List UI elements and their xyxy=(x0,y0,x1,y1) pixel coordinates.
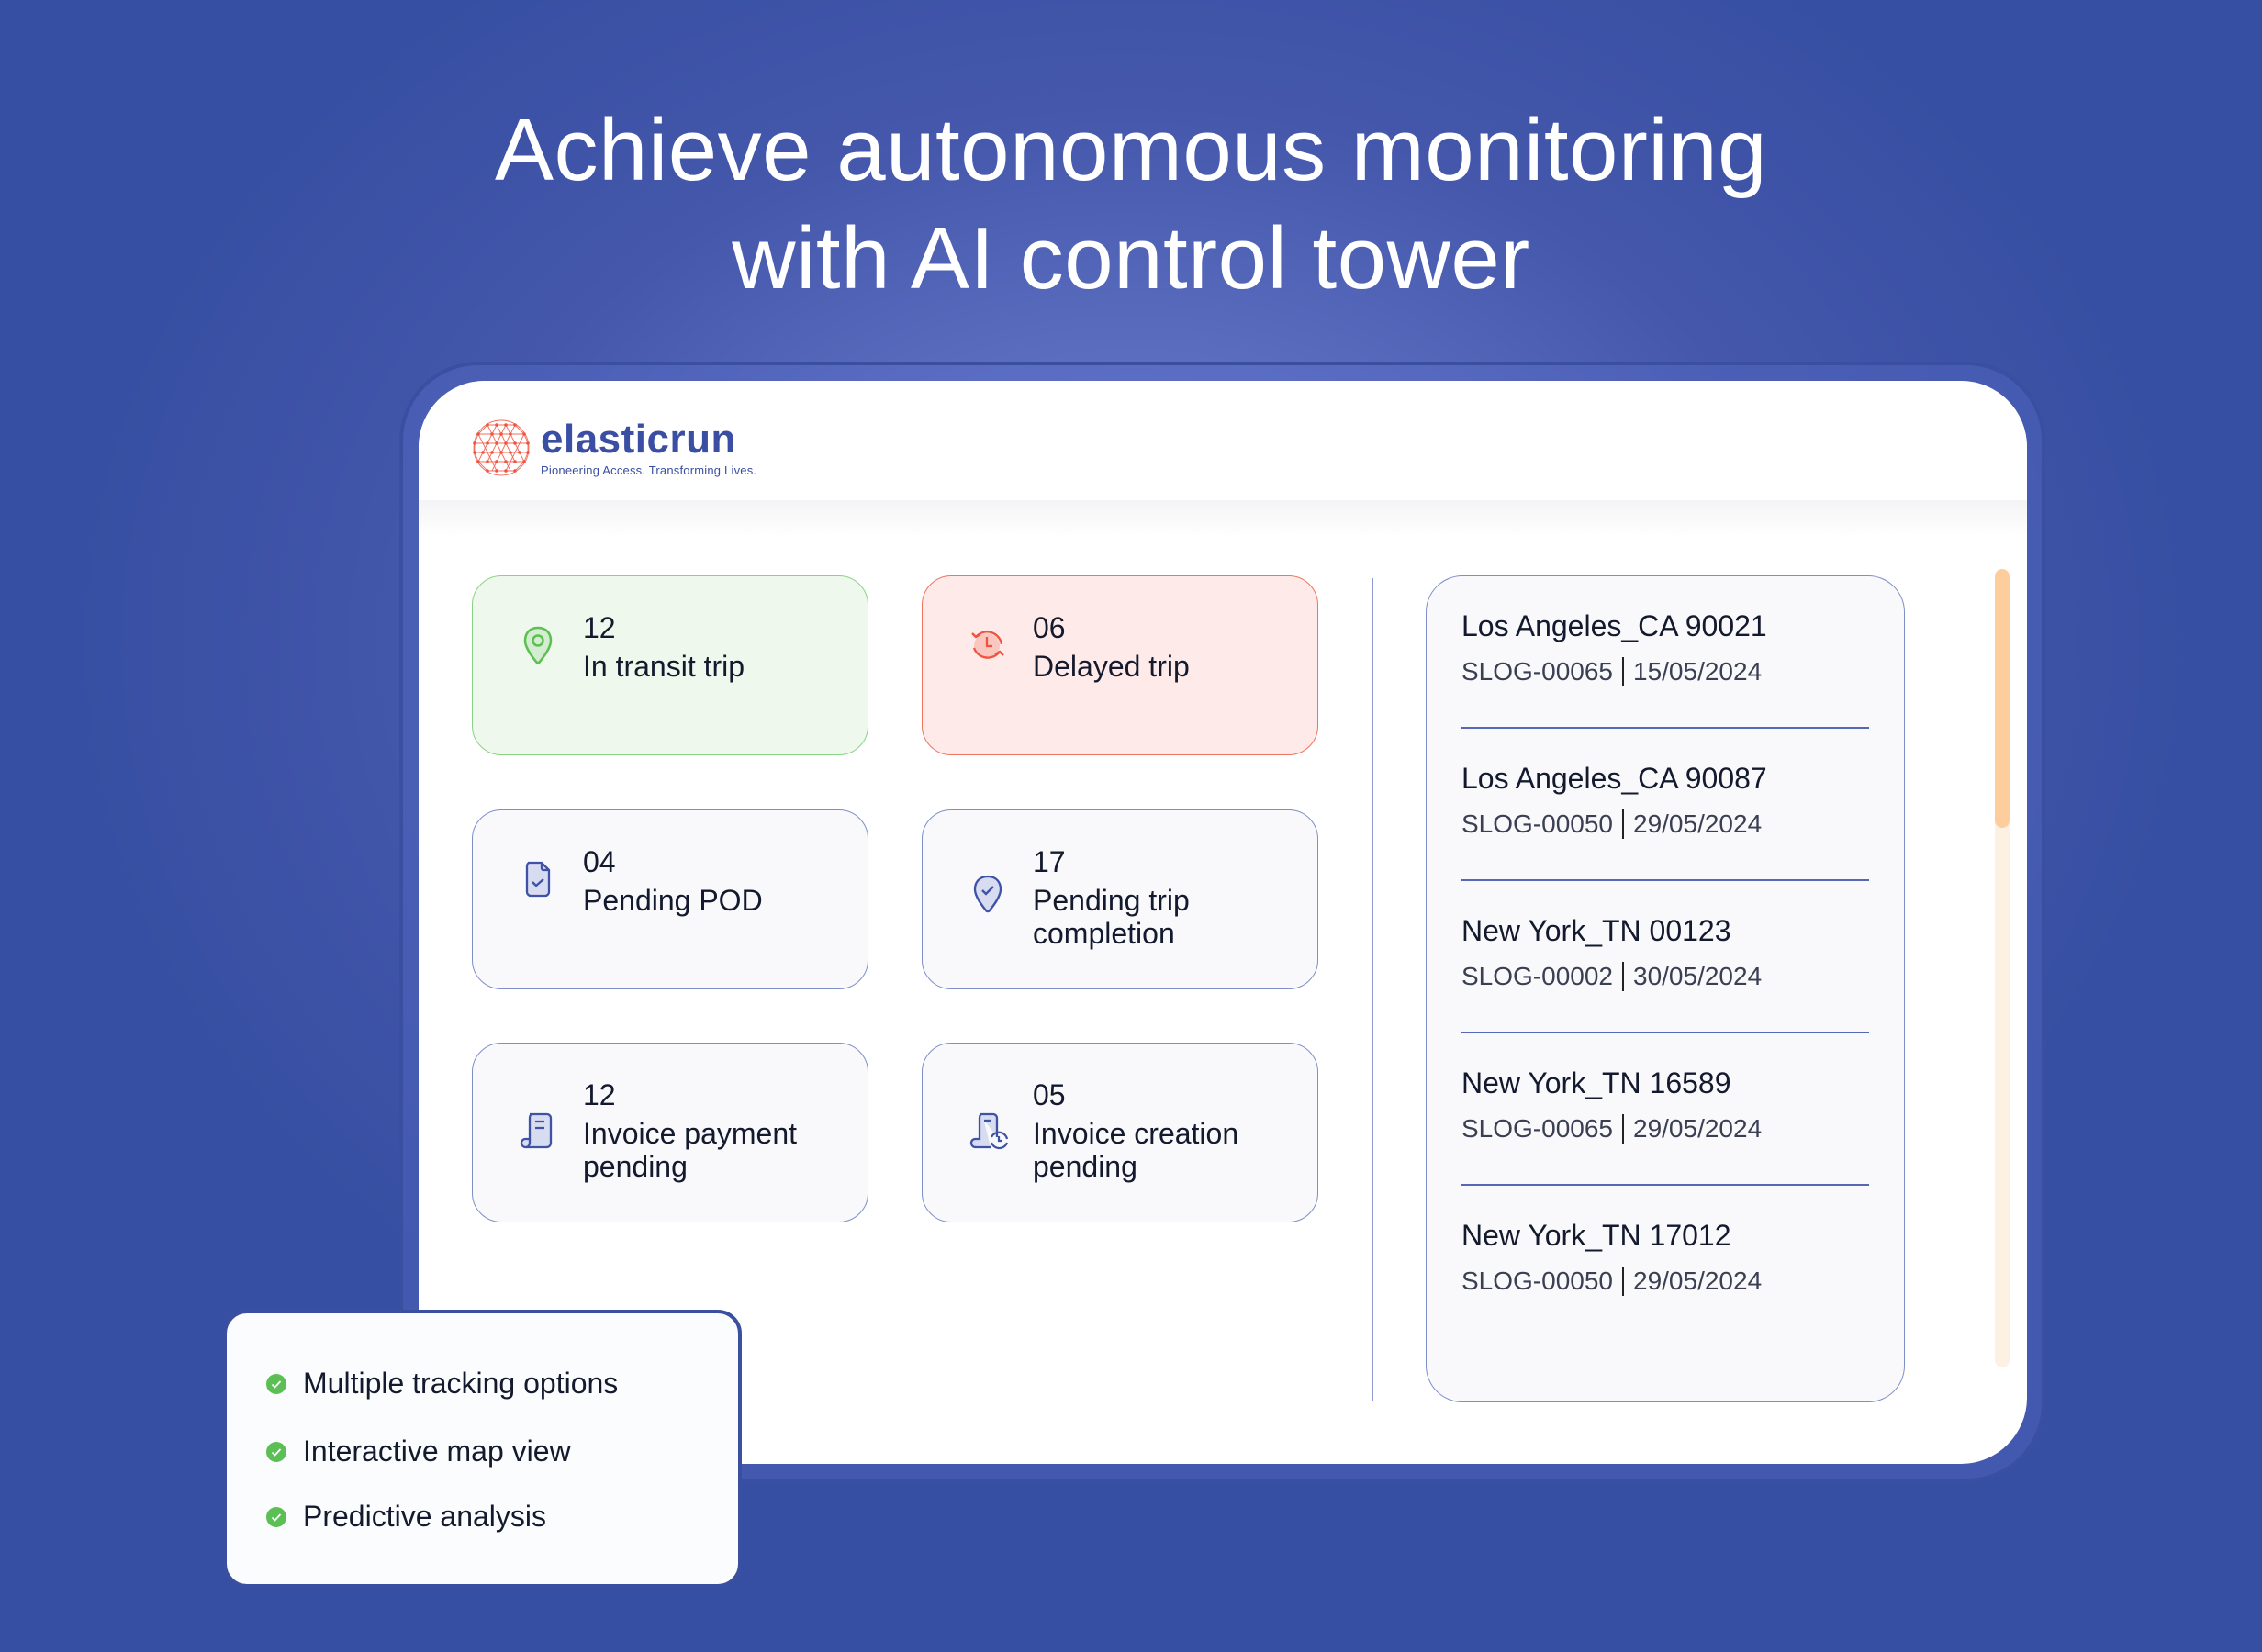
app-header: elasticrun Pioneering Access. Transformi… xyxy=(419,381,2027,500)
document-check-icon xyxy=(525,861,551,898)
globe-mesh-icon xyxy=(473,419,530,476)
card-invoice-creation-pending[interactable]: 05 Invoice creation pending xyxy=(922,1043,1318,1222)
trip-location: Los Angeles_CA 90087 xyxy=(1461,762,1767,795)
feature-label: Predictive analysis xyxy=(303,1500,546,1533)
card-label: Pending POD xyxy=(583,884,763,917)
card-label: Invoice payment pending xyxy=(583,1117,798,1183)
check-circle-icon xyxy=(266,1373,286,1394)
trip-location: New York_TN 16589 xyxy=(1461,1066,1731,1099)
meta-separator xyxy=(1622,962,1624,991)
card-delayed-trip[interactable]: 06 Delayed trip xyxy=(922,575,1318,755)
headline-line-1: Achieve autonomous monitoring xyxy=(495,101,1767,199)
trip-id: SLOG-00050 xyxy=(1461,1267,1613,1295)
list-divider xyxy=(1461,879,1869,881)
card-count: 17 xyxy=(1033,845,1066,878)
header-shadow xyxy=(419,500,2027,537)
trip-id: SLOG-00002 xyxy=(1461,962,1613,990)
card-count: 04 xyxy=(583,845,616,878)
check-circle-icon xyxy=(266,1506,286,1527)
trip-list-item[interactable]: New York_TN 00123 SLOG-00002 30/05/2024 xyxy=(1461,912,1869,993)
card-count: 12 xyxy=(583,611,616,644)
trip-list-item[interactable]: Los Angeles_CA 90087 SLOG-00050 29/05/202… xyxy=(1461,760,1869,841)
vertical-divider xyxy=(1372,578,1373,1401)
pin-check-icon xyxy=(973,875,1002,913)
trip-date: 29/05/2024 xyxy=(1633,809,1763,838)
card-label: Invoice creation pending xyxy=(1033,1117,1239,1183)
trip-date: 30/05/2024 xyxy=(1633,962,1763,990)
feature-label: Interactive map view xyxy=(303,1434,571,1468)
trip-id: SLOG-00050 xyxy=(1461,809,1613,838)
trip-location: Los Angeles_CA 90021 xyxy=(1461,609,1767,642)
feature-item: Predictive analysis xyxy=(266,1500,546,1534)
trip-date: 15/05/2024 xyxy=(1633,657,1763,686)
trip-list: Los Angeles_CA 90021 SLOG-00065 15/05/202… xyxy=(1426,575,1905,1402)
meta-separator xyxy=(1622,809,1624,839)
clock-refresh-icon xyxy=(971,631,1004,659)
trip-location: New York_TN 17012 xyxy=(1461,1219,1731,1252)
meta-separator xyxy=(1622,1114,1624,1144)
trip-list-item[interactable]: New York_TN 17012 SLOG-00050 29/05/2024 xyxy=(1461,1217,1869,1298)
headline-line-2: with AI control tower xyxy=(732,209,1530,307)
scrollbar-thumb[interactable] xyxy=(1995,569,2010,828)
card-pending-pod[interactable]: 04 Pending POD xyxy=(472,809,868,989)
card-label: In transit trip xyxy=(583,650,745,683)
list-divider xyxy=(1461,1032,1869,1033)
trip-date: 29/05/2024 xyxy=(1633,1267,1763,1295)
invoice-scroll-icon xyxy=(520,1112,553,1149)
feature-item: Interactive map view xyxy=(266,1434,571,1468)
trip-id: SLOG-00065 xyxy=(1461,1114,1613,1143)
feature-item: Multiple tracking options xyxy=(266,1367,618,1401)
brand-name: elasticrun xyxy=(541,416,736,462)
card-in-transit-trip[interactable]: 12 In transit trip xyxy=(472,575,868,755)
brand-tagline: Pioneering Access. Transforming Lives. xyxy=(541,463,757,477)
card-count: 12 xyxy=(583,1078,616,1111)
invoice-clock-icon xyxy=(969,1112,1009,1150)
list-divider xyxy=(1461,727,1869,729)
page-headline: Achieve autonomous monitoring with AI co… xyxy=(0,96,2262,313)
features-callout: Multiple tracking options Interactive ma… xyxy=(223,1310,742,1588)
brand-logo[interactable]: elasticrun Pioneering Access. Transformi… xyxy=(471,418,756,478)
trip-list-item[interactable]: Los Angeles_CA 90021 SLOG-00065 15/05/202… xyxy=(1461,608,1869,688)
map-pin-icon xyxy=(523,626,553,664)
trip-list-item[interactable]: New York_TN 16589 SLOG-00065 29/05/2024 xyxy=(1461,1065,1869,1145)
dashboard-panel: elasticrun Pioneering Access. Transformi… xyxy=(419,381,2027,1464)
list-divider xyxy=(1461,1184,1869,1186)
card-label: Pending trip completion xyxy=(1033,884,1190,950)
card-count: 06 xyxy=(1033,611,1066,644)
card-label: Delayed trip xyxy=(1033,650,1190,683)
check-circle-icon xyxy=(266,1441,286,1462)
trip-date: 29/05/2024 xyxy=(1633,1114,1763,1143)
card-invoice-payment-pending[interactable]: 12 Invoice payment pending xyxy=(472,1043,868,1222)
meta-separator xyxy=(1622,657,1624,686)
card-count: 05 xyxy=(1033,1078,1066,1111)
meta-separator xyxy=(1622,1267,1624,1296)
card-pending-trip-completion[interactable]: 17 Pending trip completion xyxy=(922,809,1318,989)
trip-id: SLOG-00065 xyxy=(1461,657,1613,686)
trip-location: New York_TN 00123 xyxy=(1461,914,1731,947)
feature-label: Multiple tracking options xyxy=(303,1367,619,1400)
